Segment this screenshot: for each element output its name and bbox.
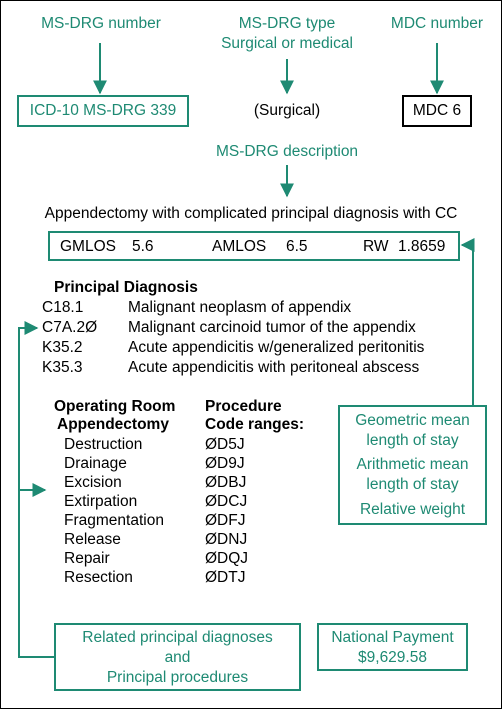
diagnosis-desc: Acute appendicitis w/generalized periton…: [128, 339, 425, 356]
related-box: Related principal diagnoses and Principa…: [54, 623, 301, 691]
rw-label: RW: [363, 238, 389, 255]
related-line3: Principal procedures: [106, 669, 249, 686]
geometric-mean-line1: Geometric mean: [355, 412, 470, 429]
arrow-related-bracket: [18, 321, 54, 658]
procedure-code: ØDFJ: [205, 512, 246, 529]
gmlos-label: GMLOS: [60, 238, 116, 255]
diagnosis-row: C18.1: [42, 298, 83, 318]
icd-msdrg-box: ICD-10 MS-DRG 339: [17, 95, 189, 127]
diagnosis-code: C18.1: [42, 299, 84, 316]
related-line1: Related principal diagnoses: [82, 629, 273, 646]
diagnosis-desc: Acute appendicitis with peritoneal absce…: [128, 359, 420, 376]
diagnosis-code: C7A.2Ø: [42, 319, 98, 336]
mdc-box: MDC 6: [402, 95, 472, 127]
code-ranges-heading: Code ranges:: [205, 416, 305, 433]
diagnosis-code: K35.3: [42, 359, 83, 376]
diagnosis-row: K35.2: [42, 338, 83, 358]
legend-box: Geometric mean length of stay Arithmetic…: [338, 405, 487, 525]
procedure-name: Extirpation: [64, 493, 138, 510]
procedure-name: Excision: [64, 474, 122, 491]
procedure-name: Release: [64, 531, 121, 548]
rw-value: 1.8659: [398, 238, 446, 255]
procedure-name: Fragmentation: [64, 512, 164, 529]
diagnosis-desc: Malignant carcinoid tumor of the appendi…: [128, 319, 416, 336]
national-payment-box: National Payment $9,629.58: [317, 623, 468, 671]
related-line2: and: [164, 649, 191, 666]
msdrg-number-label: MS-DRG number: [41, 15, 161, 32]
national-payment-value: $9,629.58: [358, 649, 427, 666]
msdrg-type-label-line2: Surgical or medical: [221, 35, 353, 52]
procedure-name: Drainage: [64, 455, 127, 472]
msdrg-type-label-line1: MS-DRG type: [238, 15, 336, 32]
procedure-name: Destruction: [64, 436, 143, 453]
national-payment-label: National Payment: [331, 629, 454, 646]
procedure-code: ØDQJ: [205, 550, 249, 567]
arithmetic-mean-line2: length of stay: [366, 476, 459, 493]
geometric-mean-line2: length of stay: [366, 432, 459, 449]
stats-box: GMLOS 5.6 AMLOS 6.5 RW 1.8659: [48, 231, 460, 261]
procedure-name: Resection: [64, 569, 133, 586]
procedure-code: ØDTJ: [205, 569, 246, 586]
surgical-value: (Surgical): [253, 102, 321, 119]
relative-weight: Relative weight: [359, 501, 466, 518]
procedure-code: ØD9J: [205, 455, 245, 472]
gmlos-value: 5.6: [132, 238, 154, 255]
diagnosis-code: K35.2: [42, 339, 83, 356]
msdrg-description-label: MS-DRG description: [215, 143, 359, 160]
procedure-code: ØD5J: [205, 436, 245, 453]
principal-diagnosis-heading: Principal Diagnosis: [54, 279, 198, 296]
amlos-label: AMLOS: [212, 238, 267, 255]
arrow-legend-to-stats: [460, 238, 475, 407]
msdrg-description-text: Appendectomy with complicated principal …: [44, 205, 458, 222]
procedure-code: ØDCJ: [205, 493, 248, 510]
arithmetic-mean-line1: Arithmetic mean: [356, 456, 469, 473]
appendectomy-heading: Appendectomy: [57, 416, 169, 433]
diagnosis-row: C7A.2Ø: [42, 318, 97, 338]
operating-room-heading: Operating Room: [54, 398, 176, 415]
procedure-heading: Procedure: [205, 398, 282, 415]
procedure-code: ØDBJ: [205, 474, 247, 491]
procedure-name: Repair: [64, 550, 110, 567]
diagnosis-row: K35.3: [42, 358, 83, 378]
amlos-value: 6.5: [286, 238, 308, 255]
diagnosis-desc: Malignant neoplasm of appendix: [128, 299, 352, 316]
mdc-number-label: MDC number: [390, 15, 484, 32]
procedure-code: ØDNJ: [205, 531, 248, 548]
